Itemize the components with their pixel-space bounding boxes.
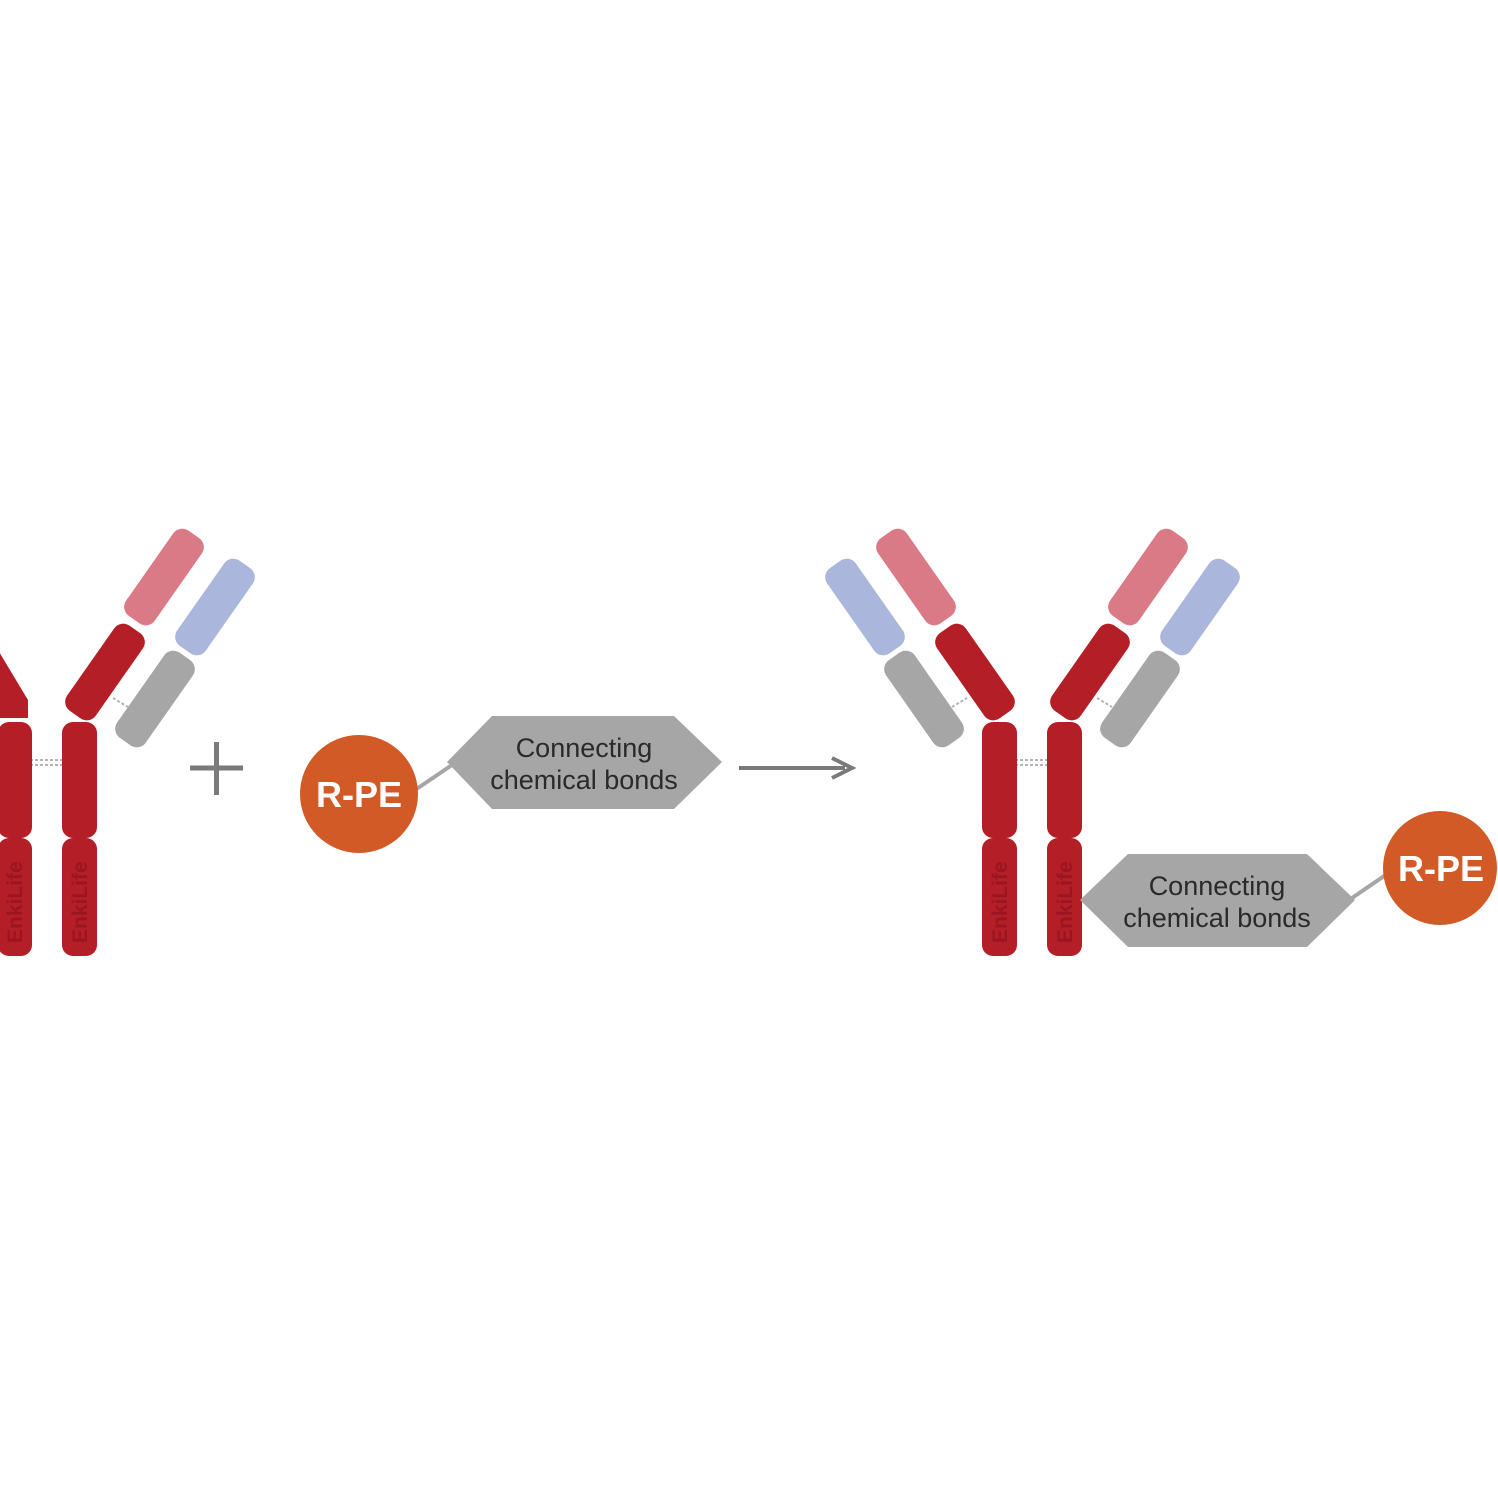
heavy-chain-fc-right-product [1047, 838, 1082, 956]
right-arrow-icon [739, 756, 857, 780]
light-heavy-disulfide-left [951, 697, 968, 708]
product-rpe-circle [1383, 811, 1497, 925]
product-linker-label-line2: chemical bonds [1123, 903, 1311, 933]
linker-tether [413, 763, 454, 792]
heavy-chain-arm-left [0, 653, 28, 718]
light-heavy-disulfide-right [1096, 697, 1113, 708]
hinge-disulfide [30, 759, 66, 766]
heavy-chain-fc-left [0, 838, 32, 956]
light-chain-cl-right-product [1100, 650, 1180, 748]
heavy-chain-ch2-right-product [1047, 722, 1082, 838]
product-linker-box [1080, 854, 1355, 947]
watermark-left-2: EnkiLife [69, 861, 92, 943]
product-rpe-label: R-PE [1398, 848, 1484, 889]
heavy-chain-vh-left [876, 528, 956, 626]
hinge-disulfide-product [1015, 759, 1050, 766]
heavy-chain-ch2-left-product [982, 722, 1017, 838]
watermark-left-1: EnkiLife [4, 861, 27, 943]
light-chain-vl-right [175, 558, 255, 656]
light-chain-vl-left [825, 558, 905, 656]
reactant-rpe-conjugate: Connecting chemical bonds R-PE [300, 716, 722, 853]
linker-label-line1: Connecting [516, 733, 653, 763]
heavy-chain-fc-right [62, 838, 97, 956]
light-heavy-disulfide [112, 697, 129, 708]
watermark-product-1: EnkiLife [989, 861, 1012, 943]
light-chain-cl-left [884, 650, 964, 748]
product-rpe-conjugate: Connecting chemical bonds R-PE [1080, 811, 1497, 947]
rpe-circle [300, 735, 418, 853]
heavy-chain-ch2-left [0, 722, 32, 838]
heavy-chain-ch1-left [935, 623, 1015, 721]
heavy-chain-ch2-right [62, 722, 97, 838]
reactant-antibody: EnkiLife EnkiLife [0, 528, 255, 956]
linker-label-line2: chemical bonds [490, 765, 678, 795]
heavy-chain-vh-right-product [1108, 528, 1188, 626]
rpe-label: R-PE [316, 774, 402, 815]
heavy-chain-ch1-right [65, 623, 145, 721]
heavy-chain-fc-left-product [982, 838, 1017, 956]
product-antibody: EnkiLife EnkiLife [825, 528, 1240, 956]
product-linker-label-line1: Connecting [1149, 871, 1286, 901]
plus-icon [190, 742, 243, 795]
watermark-product-2: EnkiLife [1054, 861, 1077, 943]
light-chain-vl-right-product [1160, 558, 1240, 656]
heavy-chain-vh-right [124, 528, 204, 626]
heavy-chain-ch1-right-product [1050, 623, 1130, 721]
linker-box [447, 716, 722, 809]
light-chain-cl-right [115, 650, 195, 748]
